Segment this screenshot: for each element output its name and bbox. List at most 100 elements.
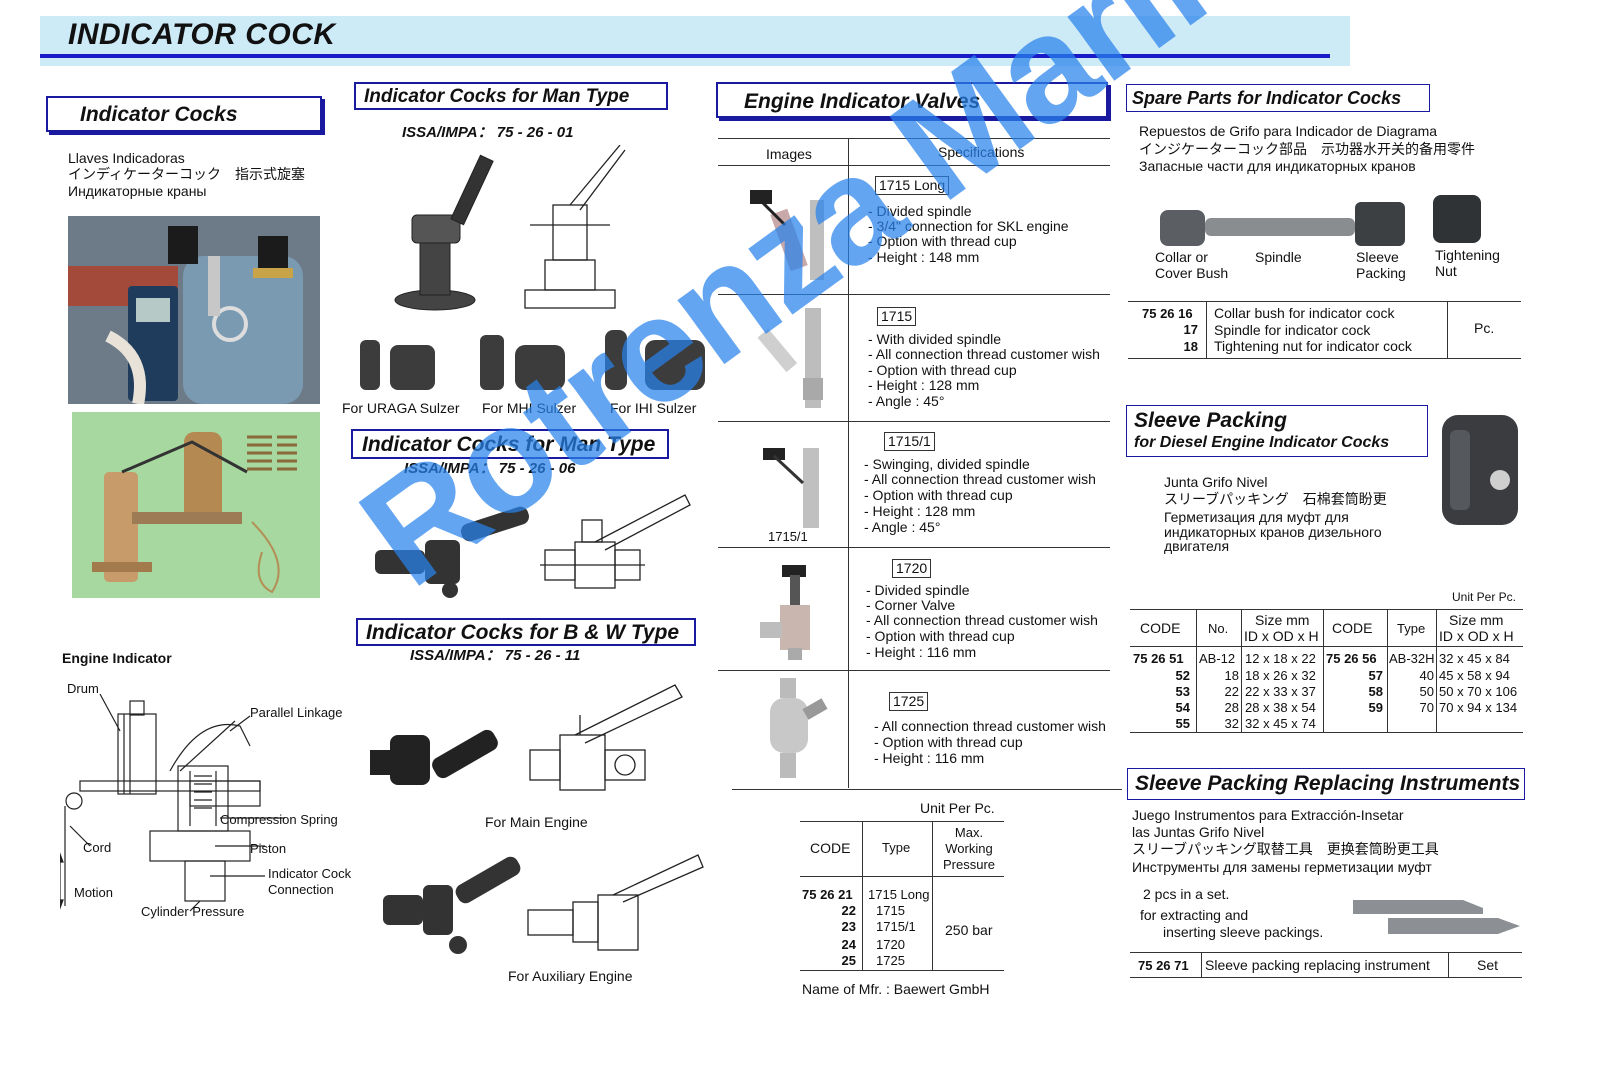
sleeve-left-size-0: 12 x 18 x 22: [1245, 651, 1316, 666]
replacing-code: 75 26 71: [1138, 958, 1189, 973]
valve-1715-long-image: [750, 190, 824, 280]
bw-main-engine-images: [370, 684, 683, 791]
sleeve-right-code-3: 59: [1368, 700, 1383, 715]
sleeve-translation-ja: スリーブパッキング 石棉套筒盼更: [1164, 491, 1387, 507]
sleeve-right-code-1: 57: [1368, 668, 1383, 683]
translation-es: Llaves Indicadoras: [68, 150, 185, 166]
spec-1725-1: - All connection thread customer wish: [874, 718, 1106, 734]
spec-1715-1-4: - Height : 128 mm: [864, 503, 976, 519]
replacing-desc: Sleeve packing replacing instrument: [1205, 957, 1430, 973]
sleeve-right-size-0: 32 x 45 x 84: [1439, 651, 1510, 666]
sleeve-packing-title: Sleeve Packing: [1134, 409, 1287, 432]
spec-1715-1-1: - Swinging, divided spindle: [864, 456, 1030, 472]
caption-ihi-sulzer: For IHI Sulzer: [610, 400, 697, 416]
sleeve-header-size-right: Size mm: [1449, 612, 1504, 628]
sleeve-left-no-3: 28: [1224, 700, 1239, 715]
label-cord: Cord: [83, 840, 112, 855]
header-underline: [40, 54, 1330, 58]
sleeve-right-type-0: AB-32H: [1389, 651, 1435, 666]
part-collar-label: Collar or Cover Bush: [1155, 249, 1229, 281]
spec-1715-5: - Angle : 45°: [868, 393, 945, 409]
valves-type-3: 1720: [876, 937, 905, 952]
man-type-01-images: [394, 145, 626, 311]
caption-uraga-sulzer: For URAGA Sulzer: [342, 400, 460, 416]
valves-code-1: 22: [841, 903, 856, 918]
man-type-06-issa: ISSA/IMPA： 75 - 26 - 06: [404, 460, 576, 477]
indicator-cock-photo-1: [68, 216, 320, 404]
sleeve-left-code-1: 52: [1175, 668, 1190, 683]
valves-code-3: 24: [841, 937, 856, 952]
sleeve-unit: Unit Per Pc.: [1452, 590, 1517, 604]
badge-1720: 1720: [892, 559, 932, 578]
sleeve-translation-ru-3: двигателя: [1164, 538, 1230, 554]
sleeve-translation-ru-1: Герметизация для муфт для: [1164, 509, 1349, 525]
sleeve-right-code-2: 58: [1368, 684, 1383, 699]
sleeve-left-no-2: 22: [1224, 684, 1239, 699]
replacing-instrument-image: [1353, 900, 1520, 934]
man-type-06-title: Indicator Cocks for Man Type: [351, 429, 669, 459]
sleeve-header-dims-left: ID x OD x H: [1244, 628, 1319, 644]
sleeve-left-size-4: 32 x 45 x 74: [1245, 716, 1316, 731]
man-type-06-images: [375, 494, 691, 598]
part-spindle-label: Spindle: [1255, 249, 1302, 265]
valves-title: Engine Indicator Valves: [716, 82, 1108, 118]
bw-type-title: Indicator Cocks for B & W Type: [356, 618, 696, 646]
badge-1715: 1715: [877, 307, 917, 326]
label-indicator-cock: Indicator Cock: [268, 866, 352, 881]
sleeve-left-code-3: 54: [1175, 700, 1190, 715]
spec-1715-2: - All connection thread customer wish: [868, 346, 1100, 362]
valves-table-pressure-header: Max. Working Pressure: [942, 825, 996, 872]
spare-translation-ru: Запасные части для индикаторных кранов: [1139, 158, 1416, 174]
part-tightening-nut-label: Tightening Nut: [1435, 247, 1500, 279]
bw-aux-engine-images: [383, 854, 704, 954]
sleeve-left-no-0: AB-12: [1199, 651, 1236, 666]
badge-1725: 1725: [889, 692, 929, 711]
spec-1720-1: - Divided spindle: [866, 582, 970, 598]
replacing-translation-es-2: las Juntas Grifo Nivel: [1132, 824, 1265, 840]
sleeve-packing-subtitle: for Diesel Engine Indicator Cocks: [1134, 434, 1390, 451]
valve-1725-image: [770, 678, 828, 778]
spare-parts-images: [1160, 195, 1481, 246]
valves-table-code-header: CODE: [810, 840, 851, 856]
valve-1715-1-image: [763, 448, 819, 528]
valves-table-type-header: Type: [882, 840, 911, 855]
spec-1715-1-3: - Option with thread cup: [864, 487, 1013, 503]
spec-1715-long-1: - Divided spindle: [868, 203, 972, 219]
sleeve-right-type-1: 40: [1419, 668, 1434, 683]
label-parallel-linkage: Parallel Linkage: [250, 705, 343, 720]
sleeve-right-size-1: 45 x 58 x 94: [1439, 668, 1510, 683]
engine-indicator-title: Engine Indicator: [62, 650, 172, 666]
badge-1715-1: 1715/1: [884, 432, 935, 451]
spare-code-2: 18: [1183, 339, 1198, 354]
sleeve-header-code-left: CODE: [1140, 620, 1181, 636]
translation-ru: Индикаторные краны: [68, 183, 207, 199]
spec-1715-3: - Option with thread cup: [868, 362, 1017, 378]
sleeve-header-code-right: CODE: [1332, 620, 1373, 636]
spare-desc-2: Tightening nut for indicator cock: [1214, 338, 1412, 354]
spec-1720-3: - All connection thread customer wish: [866, 612, 1098, 628]
col-images-header: Images: [766, 146, 812, 162]
part-sleeve-packing-label: Sleeve Packing: [1356, 249, 1406, 281]
sleeve-right-type-3: 70: [1419, 700, 1434, 715]
caption-auxiliary-engine: For Auxiliary Engine: [508, 968, 633, 984]
spec-1715-4: - Height : 128 mm: [868, 377, 980, 393]
replacing-note-1: 2 pcs in a set.: [1143, 886, 1230, 902]
sleeve-left-code-2: 53: [1175, 684, 1190, 699]
sleeve-packing-title-box: Sleeve Packing for Diesel Engine Indicat…: [1126, 405, 1428, 457]
replacing-title: Sleeve Packing Replacing Instruments: [1127, 768, 1525, 800]
sleeve-right-type-2: 50: [1419, 684, 1434, 699]
spec-1715-1-2: - All connection thread customer wish: [864, 471, 1096, 487]
col-specs-header: Specifications: [938, 144, 1025, 160]
engine-indicator-photo: [72, 412, 320, 598]
bw-type-issa: ISSA/IMPA： 75 - 26 - 11: [410, 647, 581, 664]
sleeve-left-code-0: 75 26 51: [1133, 651, 1184, 666]
replacing-note-2: for extracting and: [1140, 907, 1249, 923]
replacing-translation-ru: Инструменты для замены герметизации муфт: [1132, 859, 1432, 875]
translation-ja: インディケーターコック 指示式旋塞: [68, 166, 306, 182]
spec-1725-2: - Option with thread cup: [874, 734, 1023, 750]
sleeve-left-size-3: 28 x 38 x 54: [1245, 700, 1316, 715]
sleeve-header-dims-right: ID x OD x H: [1439, 628, 1514, 644]
spare-parts-title: Spare Parts for Indicator Cocks: [1126, 84, 1430, 112]
spec-1725-3: - Height : 116 mm: [874, 750, 985, 766]
sleeve-translation-es: Junta Grifo Nivel: [1164, 474, 1268, 490]
